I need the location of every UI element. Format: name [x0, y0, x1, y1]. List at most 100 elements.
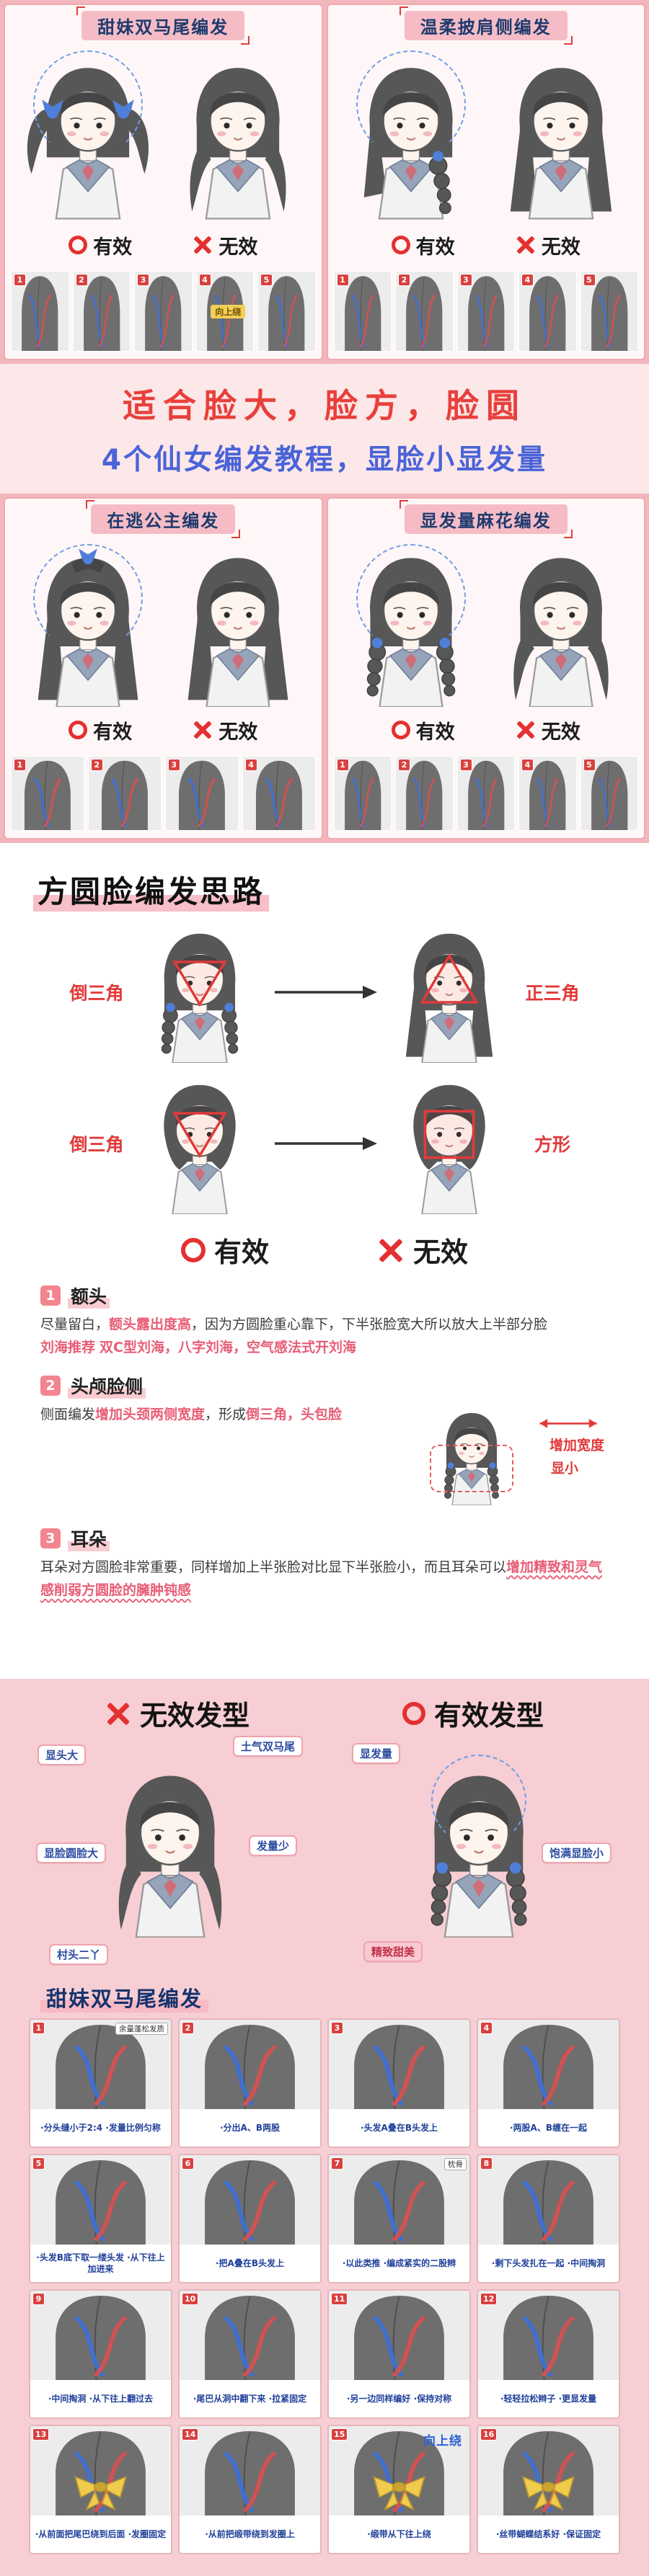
tip-forehead: 1 额头 尽量留白，额头露出度高，因为方圆脸重心靠下，下半张脸宽大所以放大上半部… [33, 1283, 616, 1360]
invalid-verdict: 无效 [193, 231, 257, 259]
steps-strip: 1 2 3 4 [5, 753, 322, 835]
braid-step-illustration [30, 2155, 171, 2245]
braid-step-illustration [258, 271, 315, 351]
highlighted-text: 双C型刘海，八字刘海，空气感法式开刘海 [100, 1340, 356, 1356]
steps-strip: 1 2 3 4 [328, 753, 645, 835]
panel-title: 在逃公主编发 [86, 500, 241, 538]
valid-circle-icon [69, 721, 88, 740]
girl-long-hair-illustration [167, 544, 309, 708]
braid-step-illustration [478, 2020, 619, 2110]
dashed-head-outline [356, 50, 466, 159]
tutorial-step-card: 10 ·尾巴从洞中翻下来 ·拉紧固定 [178, 2289, 322, 2419]
tip-heading-row: 2 头颅脸侧 [40, 1372, 609, 1399]
braid-step-illustration [180, 2020, 320, 2110]
tip-heading-row: 1 额头 [40, 1283, 609, 1309]
big-verdict-row: 有效 无效 [33, 1230, 616, 1270]
panel-side-braid: 温柔披肩侧编发 有效 无效 1 [326, 4, 645, 360]
panel-princess-braid: 在逃公主编发 有效 无效 1 [4, 497, 323, 839]
braid-step-illustration [396, 271, 453, 351]
text-segment: 尽量留白， [40, 1316, 110, 1332]
highlighted-text: 增加精致和灵气感削弱方圆脸的臃肿钝感 [40, 1559, 603, 1598]
step-number-badge: 2 [75, 273, 88, 286]
step-number-badge: 1 [336, 758, 349, 771]
callout-label: 显发量 [352, 1743, 401, 1764]
tip-number-badge: 3 [40, 1528, 61, 1548]
panel-twist-braid: 显发量麻花编发 有效 无效 1 [326, 497, 645, 839]
strip-annotation: 向上绕 [211, 305, 246, 319]
step-caption: ·尾巴从洞中翻下来 ·拉紧固定 [180, 2380, 320, 2417]
valid-circle-icon [69, 236, 88, 255]
step-thumbnail: 2 [72, 270, 131, 352]
invalid-hairstyle-header: 无效发型 [105, 1693, 250, 1733]
braid-step-illustration [180, 2155, 320, 2245]
tip-ears: 3 耳朵 耳朵对方圆脸非常重要，同样增加上半张脸对比显下半张脸小，而且耳朵可以增… [33, 1525, 616, 1603]
face-diagram [139, 922, 260, 1064]
valid-verdict: 有效 [69, 231, 132, 259]
girl-bob-hair-illustration [139, 1073, 260, 1215]
recommendation-tag: 刘海推荐 [40, 1340, 96, 1356]
step-number-badge: 2 [398, 758, 410, 771]
step-thumbnail: 5 [580, 755, 638, 831]
tip-number-badge: 1 [40, 1285, 61, 1306]
invalid-hairstyle-illustration [490, 50, 632, 222]
dashed-head-outline [33, 50, 144, 159]
step-caption: ·从前把缎带绕到发圈上 [180, 2515, 320, 2553]
valid-label: 有效 [415, 236, 455, 259]
tip-content-row: 侧面编发增加头颈两侧宽度，形成倒三角，头包脸 增加宽度 显小 [40, 1403, 609, 1512]
braid-step-illustration [478, 2155, 619, 2245]
step-number-badge: 14 [182, 2428, 199, 2441]
braid-step-illustration [396, 756, 453, 830]
hairstyle-comparison [17, 50, 309, 222]
step-thumbnail: 3 [134, 270, 193, 352]
callout-label: 精致甜美 [363, 1941, 423, 1962]
braid-step-illustration [580, 756, 637, 830]
step-number-badge: 6 [182, 2157, 194, 2170]
step-number-badge: 12 [480, 2293, 498, 2305]
step-caption: ·中间掏洞 ·从下往上翻过去 [30, 2380, 171, 2417]
braid-step-illustration [334, 756, 391, 830]
step-number-badge: 2 [398, 273, 410, 286]
invalid-title: 无效发型 [139, 1700, 250, 1732]
face-diagram [389, 1073, 510, 1215]
step-thumbnail: 2 [395, 270, 454, 352]
invalid-example: 显头大 土气双马尾 显脸圆脸大 发量少 村头二丫 [36, 1734, 304, 1972]
tutorial-step-card: 13 ·从前面把尾巴绕到后面 ·发圈固定 [29, 2425, 172, 2554]
tutorial-step-illustration: 15 向上绕 [329, 2426, 469, 2516]
tutorial-step-card: 12 ·轻轻拉松辫子 ·更显发量 [477, 2289, 620, 2419]
callout-label: 饱满显脸小 [541, 1842, 612, 1863]
headline-banner: 适合脸大，脸方，脸圆 4个仙女编发教程，显脸小显发量 [0, 364, 649, 494]
invalid-label: 无效 [541, 236, 580, 259]
valid-hairstyle-header: 有效发型 [402, 1693, 544, 1733]
text-segment: ，因为方圆脸重心靠下，下半张脸宽大所以放大上半部分脸 [191, 1316, 548, 1332]
braid-step-illustration [30, 2291, 171, 2381]
valid-title: 有效发型 [433, 1700, 544, 1732]
square-label: 方形 [534, 1134, 570, 1155]
hairstyle-comparison [17, 544, 309, 708]
step-caption: ·头发A叠在B头发上 [329, 2109, 469, 2147]
inverted-triangle-overlay-icon [172, 961, 228, 1007]
valid-circle-icon [180, 1237, 206, 1262]
steps-strip: 向上绕 1 2 3 [5, 268, 322, 356]
tip-body-text: 尽量留白，额头露出度高，因为方圆脸重心靠下，下半张脸宽大所以放大上半部分脸刘海推… [40, 1313, 609, 1360]
step-number-badge: 3 [459, 758, 472, 771]
invalid-verdict: 无效 [377, 1230, 468, 1270]
step-caption: ·丝带蝴蝶结系好 ·保证固定 [478, 2515, 619, 2553]
tip-heading: 头颅脸侧 [68, 1372, 146, 1399]
tutorial-step-card: 9 ·中间掏洞 ·从下往上翻过去 [29, 2289, 172, 2419]
step-number-badge: 1 [14, 758, 26, 771]
valid-circle-icon [391, 236, 410, 255]
step-thumbnail: 5 [580, 270, 638, 352]
step-thumbnail: 2 [87, 755, 162, 831]
step-number-badge: 5 [583, 273, 596, 286]
tutorial-step-illustration: 8 [478, 2155, 619, 2245]
valid-hairstyle-illustration [340, 544, 482, 708]
verdict-row: 有效 无效 [5, 713, 322, 747]
tutorial-step-card: 1 余量蓬松发质 ·分头缝小于2:4 ·发量比例匀称 [29, 2018, 172, 2148]
valid-hairstyle-illustration [340, 50, 482, 222]
tutorial-title: 甜妹双马尾编发 [40, 1982, 209, 2013]
step-number-badge: 4 [198, 273, 211, 286]
callout-label: 显头大 [37, 1744, 87, 1765]
braid-step-illustration [180, 2291, 320, 2381]
tip-body-text: 耳朵对方圆脸非常重要，同样增加上半张脸对比显下半张脸小，而且耳朵可以增加精致和灵… [40, 1556, 609, 1603]
step-number-badge: 13 [32, 2428, 50, 2441]
